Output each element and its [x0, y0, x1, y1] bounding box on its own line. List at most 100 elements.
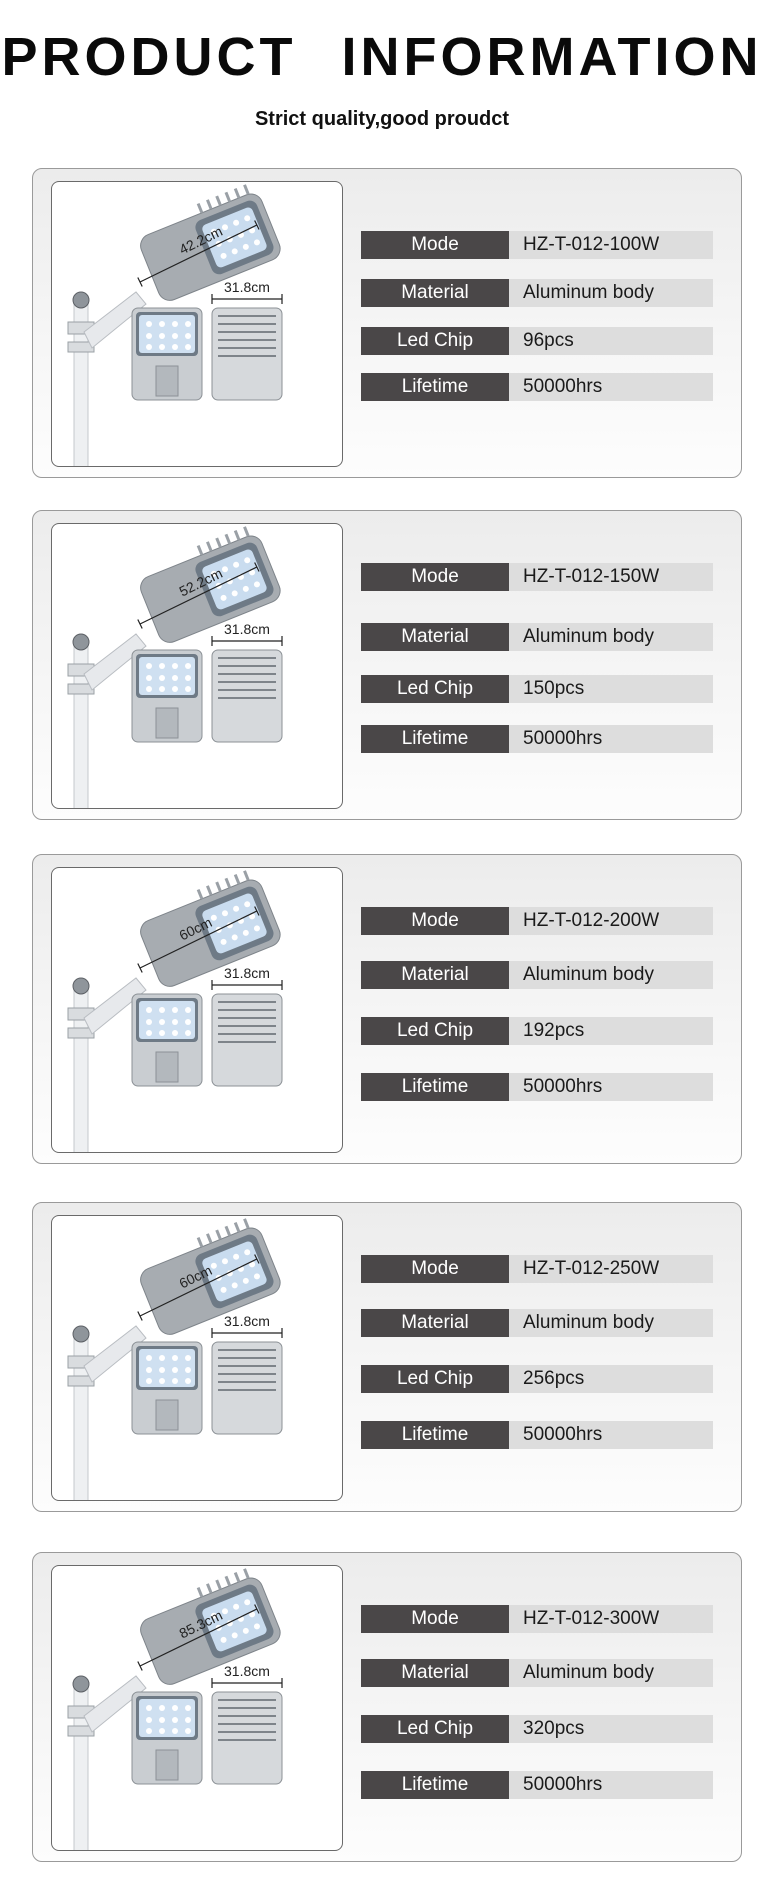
product-photo: 60cm — [51, 867, 343, 1153]
pole-cap — [72, 977, 90, 995]
mount-arm — [83, 291, 147, 349]
product-photo: 85.3cm — [51, 1565, 343, 1851]
pole-cap — [72, 291, 90, 309]
street-light-illustration: 85.3cm — [67, 1568, 283, 1850]
spec-label: Material — [361, 1659, 509, 1687]
pole-cap — [72, 633, 90, 651]
spec-value: 150pcs — [509, 675, 713, 703]
spec-label: Mode — [361, 1605, 509, 1633]
mount-arm — [83, 633, 147, 691]
spec-value: 50000hrs — [509, 1771, 713, 1799]
spec-value: Aluminum body — [509, 961, 713, 989]
spec-label: Mode — [361, 907, 509, 935]
width-label: 31.8cm — [224, 965, 270, 981]
street-light-illustration: 60cm — [67, 870, 283, 1152]
street-light-illustration: 52.2cm — [67, 526, 283, 808]
fixture-front-view — [131, 307, 203, 401]
spec-label: Mode — [361, 231, 509, 259]
spec-label: Lifetime — [361, 1771, 509, 1799]
spec-label: Material — [361, 961, 509, 989]
spec-value: HZ-T-012-300W — [509, 1605, 713, 1633]
product-photo: 60cm — [51, 1215, 343, 1501]
fixture-top-view — [140, 184, 281, 301]
fixture-back-view — [211, 993, 283, 1087]
spec-label: Led Chip — [361, 1365, 509, 1393]
spec-label: Led Chip — [361, 1017, 509, 1045]
mount-arm — [83, 1325, 147, 1383]
fixture-front-view — [131, 1341, 203, 1435]
spec-value: Aluminum body — [509, 623, 713, 651]
street-light-illustration: 60cm — [67, 1218, 283, 1500]
mount-arm — [83, 1675, 147, 1733]
spec-label: Material — [361, 1309, 509, 1337]
spec-value: HZ-T-012-150W — [509, 563, 713, 591]
spec-label: Lifetime — [361, 1421, 509, 1449]
fixture-front-view — [131, 993, 203, 1087]
spec-label: Mode — [361, 1255, 509, 1283]
width-dimension: 31.8cm — [211, 1663, 283, 1688]
street-light-illustration: 42.2cm — [67, 184, 283, 466]
width-dimension: 31.8cm — [211, 279, 283, 304]
product-photo: 52.2cm — [51, 523, 343, 809]
spec-value: 320pcs — [509, 1715, 713, 1743]
width-label: 31.8cm — [224, 1313, 270, 1329]
spec-label: Led Chip — [361, 675, 509, 703]
spec-value: 50000hrs — [509, 725, 713, 753]
spec-value: Aluminum body — [509, 279, 713, 307]
spec-value: Aluminum body — [509, 1309, 713, 1337]
spec-value: HZ-T-012-200W — [509, 907, 713, 935]
spec-label: Led Chip — [361, 1715, 509, 1743]
fixture-front-view — [131, 649, 203, 743]
mount-arm — [83, 977, 147, 1035]
width-dimension: 31.8cm — [211, 621, 283, 646]
fixture-back-view — [211, 1691, 283, 1785]
width-dimension: 31.8cm — [211, 965, 283, 990]
spec-value: 192pcs — [509, 1017, 713, 1045]
spec-value: 50000hrs — [509, 1421, 713, 1449]
spec-label: Lifetime — [361, 1073, 509, 1101]
width-label: 31.8cm — [224, 1663, 270, 1679]
width-label: 31.8cm — [224, 279, 270, 295]
product-card-3: 60cm — [32, 854, 742, 1164]
spec-label: Material — [361, 623, 509, 651]
spec-value: 50000hrs — [509, 1073, 713, 1101]
spec-label: Led Chip — [361, 327, 509, 355]
width-dimension: 31.8cm — [211, 1313, 283, 1338]
spec-value: 96pcs — [509, 327, 713, 355]
spec-label: Material — [361, 279, 509, 307]
width-label: 31.8cm — [224, 621, 270, 637]
product-photo: 42.2cm — [51, 181, 343, 467]
spec-value: 256pcs — [509, 1365, 713, 1393]
pole-cap — [72, 1325, 90, 1343]
product-card-5: 85.3cm — [32, 1552, 742, 1862]
spec-label: Lifetime — [361, 373, 509, 401]
product-card-4: 60cm — [32, 1202, 742, 1512]
fixture-back-view — [211, 307, 283, 401]
product-card-1: 42.2cm — [32, 168, 742, 478]
fixture-front-view — [131, 1691, 203, 1785]
spec-label: Lifetime — [361, 725, 509, 753]
fixture-back-view — [211, 1341, 283, 1435]
fixture-back-view — [211, 649, 283, 743]
spec-label: Mode — [361, 563, 509, 591]
page-title: PRODUCT INFORMATION — [1, 27, 763, 87]
spec-value: HZ-T-012-100W — [509, 231, 713, 259]
